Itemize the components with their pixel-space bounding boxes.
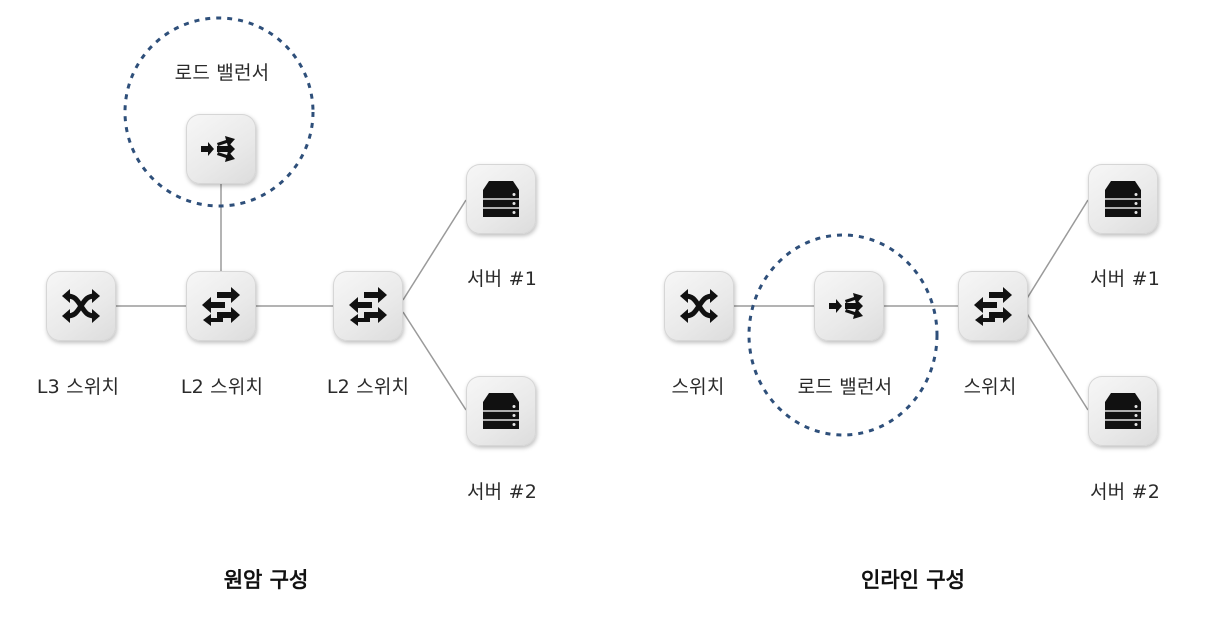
server-1-label: 서버 #1 <box>466 268 538 290</box>
l2-switch-node <box>333 271 403 341</box>
l3-switch-icon <box>680 289 718 323</box>
l3-switch-node <box>46 271 116 341</box>
switch-node <box>664 271 734 341</box>
switch-label: 스위치 <box>671 376 725 398</box>
switch-node <box>958 271 1028 341</box>
server-node <box>466 376 536 446</box>
load-balancer-highlight-circle <box>747 233 939 437</box>
inline-caption: 인라인 구성 <box>861 568 965 592</box>
load-balancer-label: 로드 밸런서 <box>797 376 893 398</box>
load-balancer-node <box>814 271 884 341</box>
l2-switch-icon <box>202 287 240 326</box>
load-balancer-icon <box>201 136 235 162</box>
l2-switch-label: L2 스위치 <box>180 376 264 398</box>
l3-switch-label: L3 스위치 <box>36 376 120 398</box>
link-l2b-to-server1 <box>402 199 467 301</box>
l3-switch-icon <box>62 289 100 323</box>
server-icon <box>483 393 519 429</box>
link-l2b-to-server2 <box>402 311 467 411</box>
server-2-label: 서버 #2 <box>1089 481 1161 503</box>
link-switch-to-server1 <box>1025 199 1089 301</box>
load-balancer-label: 로드 밸런서 <box>174 62 270 84</box>
link-switch-to-server2 <box>1025 311 1089 411</box>
server-1-label: 서버 #1 <box>1089 268 1161 290</box>
l2-switch-node <box>186 271 256 341</box>
load-balancer-node <box>186 114 256 184</box>
server-node <box>1088 164 1158 234</box>
server-node <box>466 164 536 234</box>
one-arm-caption: 원암 구성 <box>223 568 309 592</box>
server-2-label: 서버 #2 <box>466 481 538 503</box>
server-icon <box>1105 393 1141 429</box>
server-node <box>1088 376 1158 446</box>
server-icon <box>483 181 519 217</box>
switch-label: 스위치 <box>963 376 1017 398</box>
load-balancer-icon <box>829 293 863 319</box>
l2-switch-icon <box>974 287 1012 326</box>
server-icon <box>1105 181 1141 217</box>
load-balancer-highlight-circle <box>123 16 315 208</box>
l2-switch-icon <box>349 287 387 326</box>
l2-switch-label: L2 스위치 <box>326 376 410 398</box>
